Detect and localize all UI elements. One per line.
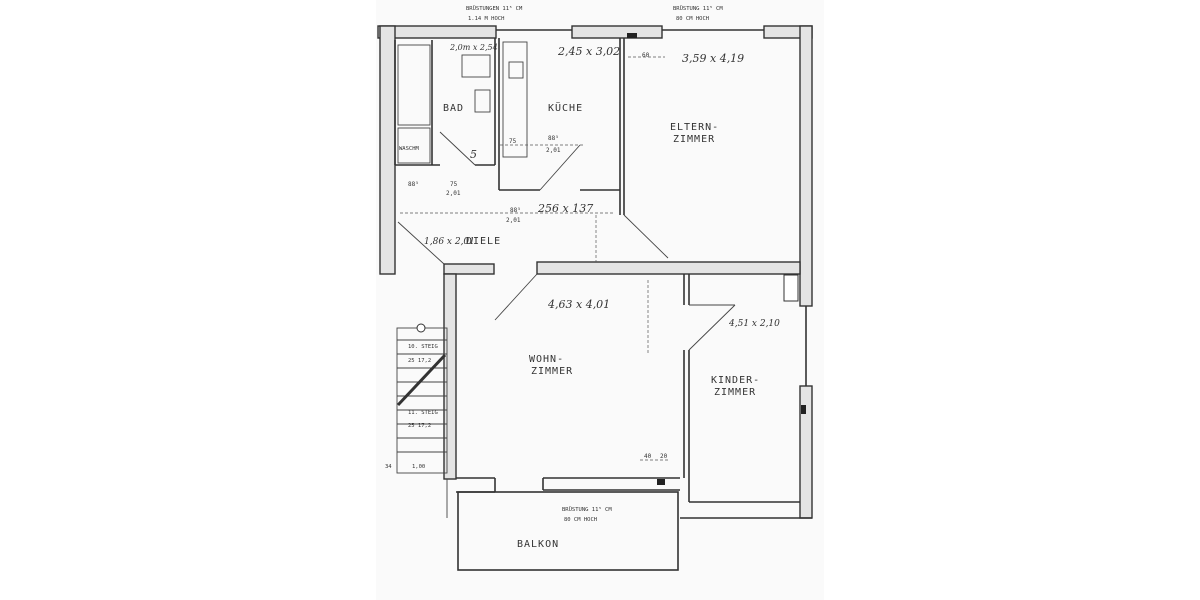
dim-wohn-20: 20 <box>660 453 668 460</box>
stairs-lower-dims: 25 17,2 <box>408 423 431 429</box>
kueche-size: 2,45 x 3,02 <box>557 45 620 58</box>
walls <box>377 25 813 571</box>
waschm-label: WASCHM <box>399 146 420 152</box>
note-balcony-1: BRÜSTUNG 11⁵ CM <box>562 506 612 513</box>
diele-size-2: 256 x 137 <box>537 202 593 215</box>
eltern-label-2: ZIMMER <box>673 134 715 145</box>
dim-bad-5: 5 <box>470 148 477 161</box>
dim-diele-885-b: 88⁵ <box>510 207 521 214</box>
note-top-left-2: 1.14 M HOCH <box>468 16 504 22</box>
doors <box>397 131 736 351</box>
kinder-label-1: KINDER- <box>711 375 760 386</box>
dim-kueche-75: 75 <box>509 138 517 145</box>
bad-size: 2,0m x 2,54 <box>449 43 498 52</box>
kinder-label-2: ZIMMER <box>714 387 756 398</box>
dim-diele-201: 2,01 <box>446 190 461 197</box>
eltern-label-1: ELTERN- <box>670 122 719 133</box>
stairs-width-b: 1,00 <box>412 464 425 470</box>
dim-kueche-door: 88⁵ <box>548 135 559 142</box>
stairs-lower-label: 11. STEIG <box>408 410 438 416</box>
note-top-right-2: 80 CM HOCH <box>676 16 709 22</box>
stairs-upper-label: 10. STEIG <box>408 344 438 350</box>
stairs-width-a: 34 <box>385 464 392 470</box>
dim-diele-201-b: 2,01 <box>506 217 521 224</box>
chimney-mark <box>657 479 665 485</box>
stairs-upper-dims: 25 17,2 <box>408 358 431 364</box>
dim-wohn-40: 40 <box>644 453 652 460</box>
note-balcony-2: 80 CM HOCH <box>564 517 597 523</box>
wohn-label-1: WOHN- <box>529 354 564 365</box>
dim-diele-885: 88⁵ <box>408 181 419 188</box>
note-top-left-1: BRÜSTUNGEN 11⁵ CM <box>466 5 523 12</box>
dim-diele-75: 75 <box>450 181 458 188</box>
dim-kueche-height: 2,01 <box>546 147 561 154</box>
fixtures <box>397 41 528 164</box>
eltern-size: 3,59 x 4,19 <box>682 52 744 65</box>
dimension-lines <box>400 56 670 461</box>
vent-box <box>783 274 799 302</box>
dim-eltern-60: 60 <box>642 52 650 59</box>
staircase <box>396 323 448 474</box>
balkon-label: BALKON <box>517 539 559 550</box>
kueche-label: KÜCHE <box>548 101 583 114</box>
diele-size: 1,86 x 2,01 <box>424 237 475 247</box>
diele-label: DIELE <box>466 236 501 247</box>
kinder-size: 4,51 x 2,10 <box>728 319 780 329</box>
note-top-right-1: BRÜSTUNG 11⁵ CM <box>673 5 723 12</box>
wohn-size: 4,63 x 4,01 <box>547 298 610 311</box>
wohn-label-2: ZIMMER <box>531 366 573 377</box>
bad-label: BAD <box>443 103 464 114</box>
